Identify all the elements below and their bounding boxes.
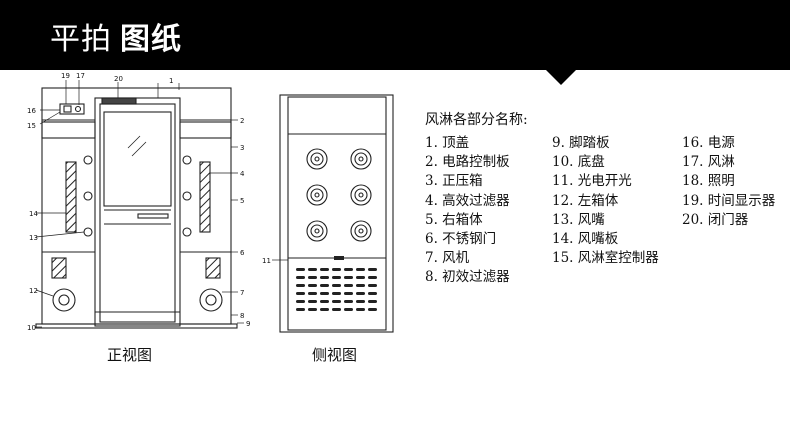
legend-title: 风淋各部分名称: (425, 112, 528, 128)
legend-item-6: 6. 不锈钢门 (425, 230, 497, 247)
front-base (35, 323, 238, 329)
callout-13: 13 (29, 234, 38, 242)
callout-9: 9 (246, 320, 250, 328)
side-view-caption: 侧视图 (312, 346, 358, 364)
callout-20: 20 (114, 75, 123, 83)
front-view: 1 2 3 4 5 6 7 8 9 10 12 13 14 15 16 17 1… (27, 72, 250, 332)
legend-column-2: 9. 脚踏板 10. 底盘 11. 光电开光 12. 左箱体 13. 风嘴 14… (552, 134, 659, 268)
legend-item-14: 14. 风嘴板 (552, 230, 619, 247)
door-window (103, 111, 172, 207)
callout-10: 10 (27, 324, 36, 332)
photo-sensor (334, 256, 344, 260)
header-title-normal: 平拍 (50, 22, 112, 57)
legend-column-3: 16. 电源 17. 风淋 18. 照明 19. 时间显示器 20. 闭门器 (682, 134, 775, 230)
callout-8: 8 (240, 312, 244, 320)
callout-12: 12 (29, 287, 38, 295)
right-fan (199, 288, 223, 312)
left-hepa-filter (65, 161, 77, 233)
legend-item-20: 20. 闭门器 (682, 211, 749, 228)
callout-6: 6 (240, 249, 245, 257)
header-title-bold: 图纸 (120, 22, 182, 57)
side-nozzles (306, 148, 372, 242)
callout-11: 11 (262, 257, 271, 265)
right-nozzles (182, 155, 192, 237)
legend-item-17: 17. 风淋 (682, 154, 735, 171)
control-panel (59, 103, 85, 115)
legend-item-1: 1. 顶盖 (425, 135, 470, 151)
callout-5: 5 (240, 197, 244, 205)
legend-item-9: 9. 脚踏板 (552, 135, 610, 151)
callout-17: 17 (76, 72, 85, 80)
legend-column-1: 1. 顶盖 2. 电路控制板 3. 正压箱 4. 高效过滤器 5. 右箱体 6.… (425, 134, 510, 288)
legend-item-16: 16. 电源 (682, 135, 735, 151)
front-view-caption: 正视图 (107, 346, 153, 364)
front-door-frame (94, 97, 181, 327)
legend-item-7: 7. 风机 (425, 250, 470, 267)
legend-item-5: 5. 右箱体 (425, 211, 483, 228)
legend-item-19: 19. 时间显示器 (682, 192, 776, 209)
callout-4: 4 (240, 170, 245, 178)
door-closer (101, 97, 137, 105)
legend-item-12: 12. 左箱体 (552, 192, 619, 209)
callout-2: 2 (240, 117, 244, 125)
legend-item-15: 15. 风淋室控制器 (552, 250, 659, 267)
callout-16: 16 (27, 107, 36, 115)
callout-14: 14 (29, 210, 38, 218)
side-vent-grille (296, 268, 377, 311)
legend-item-3: 3. 正压箱 (425, 173, 483, 190)
left-fan (52, 288, 76, 312)
legend-item-8: 8. 初效过滤器 (425, 269, 510, 286)
legend-item-4: 4. 高效过滤器 (425, 192, 510, 209)
callout-1: 1 (169, 77, 173, 85)
side-view: 11 (262, 94, 394, 333)
legend-item-11: 11. 光电开光 (552, 173, 632, 190)
header-notch (546, 70, 576, 85)
header-bar: 平拍 图纸 (0, 0, 790, 70)
legend-item-18: 18. 照明 (682, 173, 735, 190)
callout-15: 15 (27, 122, 36, 130)
legend-item-13: 13. 风嘴 (552, 211, 605, 228)
callout-7: 7 (240, 289, 244, 297)
side-outer-frame (279, 94, 394, 333)
legend-item-2: 2. 电路控制板 (425, 154, 510, 171)
legend-item-10: 10. 底盘 (552, 154, 605, 171)
callout-19: 19 (61, 72, 70, 80)
callout-3: 3 (240, 144, 244, 152)
left-nozzles (83, 155, 93, 237)
right-hepa-filter (199, 161, 211, 233)
